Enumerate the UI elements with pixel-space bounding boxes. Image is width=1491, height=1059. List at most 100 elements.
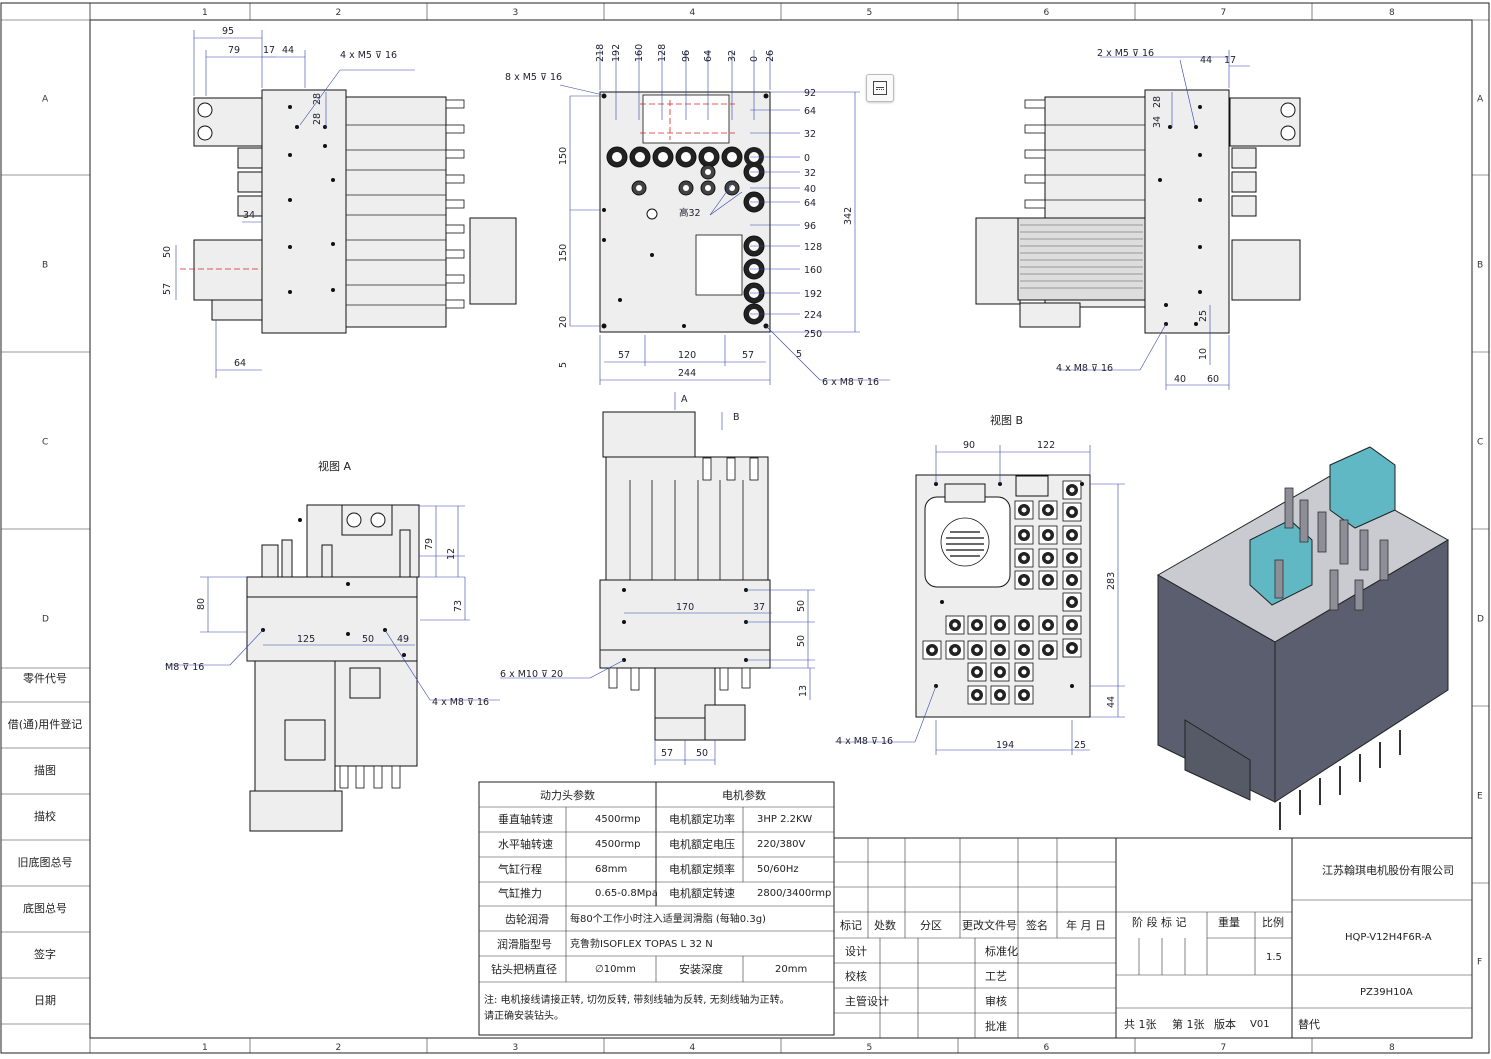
row-zone-right-B: B <box>1477 261 1483 271</box>
dim-244: 244 <box>678 368 696 379</box>
motor-label-3: 电机额定频率 <box>669 862 735 876</box>
dim-x-160: 160 <box>634 44 645 62</box>
dim-60r: 60 <box>1207 374 1219 385</box>
dim-y-9: 160 <box>804 265 822 276</box>
dim-342: 342 <box>843 207 854 225</box>
chuck-label: 钻头把柄直径 <box>491 962 557 976</box>
sign-right-2: 工艺 <box>985 970 1007 983</box>
column-zone-bottom-3: 3 <box>513 1043 519 1053</box>
column-zone-bottom-5: 5 <box>867 1043 873 1053</box>
dim-194: 194 <box>996 740 1014 751</box>
param-value-1: 4500rmp <box>595 814 640 825</box>
motor-label-1: 电机额定功率 <box>669 812 735 826</box>
dim-50f: 50 <box>696 748 708 759</box>
view-b-label: 视图 B <box>990 413 1023 427</box>
callout-4x-m8-viewa: 4 x M8 ⊽ 16 <box>432 697 489 708</box>
lube-value: 每80个工作小时注入适量润滑脂 (每轴0.3g) <box>570 912 766 925</box>
part-number: HQP-V12H4F6R-A <box>1345 932 1432 943</box>
param-value-2: 4500rmp <box>595 839 640 850</box>
row-zone-right-D: D <box>1477 615 1484 625</box>
column-zone-top-3: 3 <box>513 8 519 18</box>
chuck-value: ∅10mm <box>595 964 636 975</box>
sheets-total: 共 1张 <box>1124 1018 1157 1031</box>
dim-125a: 125 <box>297 634 315 645</box>
weight-label: 重量 <box>1218 915 1240 929</box>
dim-y-0: 92 <box>804 88 816 99</box>
side-label-3: 描图 <box>34 763 56 777</box>
callout-m8-single: M8 ⊽ 16 <box>165 662 204 673</box>
height-note: 高32 <box>679 207 701 219</box>
depth-value: 20mm <box>775 964 807 975</box>
column-zone-bottom-1: 1 <box>202 1043 208 1053</box>
dim-50f2: 50 <box>796 635 807 647</box>
dim-y-11: 224 <box>804 310 822 321</box>
dim-79a: 79 <box>424 538 435 550</box>
callout-6x-m8: 6 x M8 ⊽ 16 <box>822 377 879 388</box>
dim-80a: 80 <box>196 598 207 610</box>
table-select-icon[interactable] <box>866 74 894 102</box>
dim-49a: 49 <box>397 634 409 645</box>
dim-50a: 50 <box>362 634 374 645</box>
note-line2: 请正确安装钻头。 <box>484 1009 564 1022</box>
dim-x-128: 128 <box>657 44 668 62</box>
view-a-label: 视图 A <box>318 459 351 473</box>
dim-120: 120 <box>678 350 696 361</box>
side-label-4: 描校 <box>34 809 56 823</box>
dim-5a: 5 <box>558 362 569 368</box>
dim-170: 170 <box>676 602 694 613</box>
rev-header-5: 签名 <box>1026 918 1048 932</box>
row-zone-left-A: A <box>42 95 49 105</box>
scale-value: 1.5 <box>1266 952 1282 963</box>
dim-17r: 17 <box>1224 55 1236 66</box>
dim-37: 37 <box>753 602 765 613</box>
param-label-4: 气缸推力 <box>498 886 542 900</box>
dim-y-7: 96 <box>804 221 816 232</box>
params-header-right: 电机参数 <box>722 788 766 802</box>
dim-x-0: 0 <box>749 56 760 62</box>
dim-57: 57 <box>162 283 173 295</box>
note-line1: 注: 电机接线请接正转, 切勿反转, 带刻线轴为反转, 无刻线轴为正转。 <box>484 993 790 1006</box>
dim-y-5: 40 <box>804 184 816 195</box>
lube-label: 齿轮润滑 <box>505 912 549 926</box>
rev-header-4: 更改文件号 <box>962 918 1017 932</box>
param-label-1: 垂直轴转速 <box>498 812 553 826</box>
dim-34r: 34 <box>1152 116 1163 128</box>
dim-25r: 25 <box>1198 310 1209 322</box>
dim-95: 95 <box>222 26 234 37</box>
rev-header-6: 年 月 日 <box>1066 918 1106 932</box>
company-name: 江苏翰琪电机股份有限公司 <box>1322 863 1454 877</box>
side-label-6: 底图总号 <box>23 901 67 915</box>
column-zone-bottom-8: 8 <box>1389 1043 1395 1053</box>
row-zone-left-B: B <box>42 261 48 271</box>
dim-5b: 5 <box>796 349 802 360</box>
params-header-left: 动力头参数 <box>540 788 595 802</box>
column-zone-bottom-4: 4 <box>690 1043 696 1053</box>
row-zone-right-E: E <box>1477 792 1483 802</box>
dim-28r: 28 <box>1152 96 1163 108</box>
callout-2x-m5: 2 x M5 ⊽ 16 <box>1097 48 1154 59</box>
dim-20: 20 <box>558 316 569 328</box>
row-zone-right-F: F <box>1477 958 1482 968</box>
view-front: A B 170 37 50 50 13 57 50 6 x M10 ⊽ 20 <box>500 392 815 765</box>
sign-right-1: 标准化 <box>985 944 1018 958</box>
sign-left-2: 校核 <box>845 969 867 983</box>
param-label-2: 水平轴转速 <box>498 837 553 851</box>
stage-label: 阶 段 标 记 <box>1132 915 1187 929</box>
title-block: 标记处数分区更改文件号签名年 月 日 设计标准化校核工艺主管设计审核批准 江苏翰… <box>834 837 1472 1038</box>
dim-34: 34 <box>243 210 255 221</box>
column-zone-bottom-7: 7 <box>1221 1043 1227 1053</box>
row-zone-right-A: A <box>1477 95 1484 105</box>
depth-label: 安装深度 <box>679 962 723 976</box>
motor-value-3: 50/60Hz <box>757 864 799 875</box>
dim-y-2: 32 <box>804 129 816 140</box>
sign-left-3: 主管设计 <box>845 994 889 1008</box>
arrow-a-label: A <box>681 394 688 405</box>
dim-50: 50 <box>162 246 173 258</box>
dim-64: 64 <box>234 358 246 369</box>
motor-label-2: 电机额定电压 <box>669 837 735 851</box>
dim-44b: 44 <box>1106 696 1117 708</box>
